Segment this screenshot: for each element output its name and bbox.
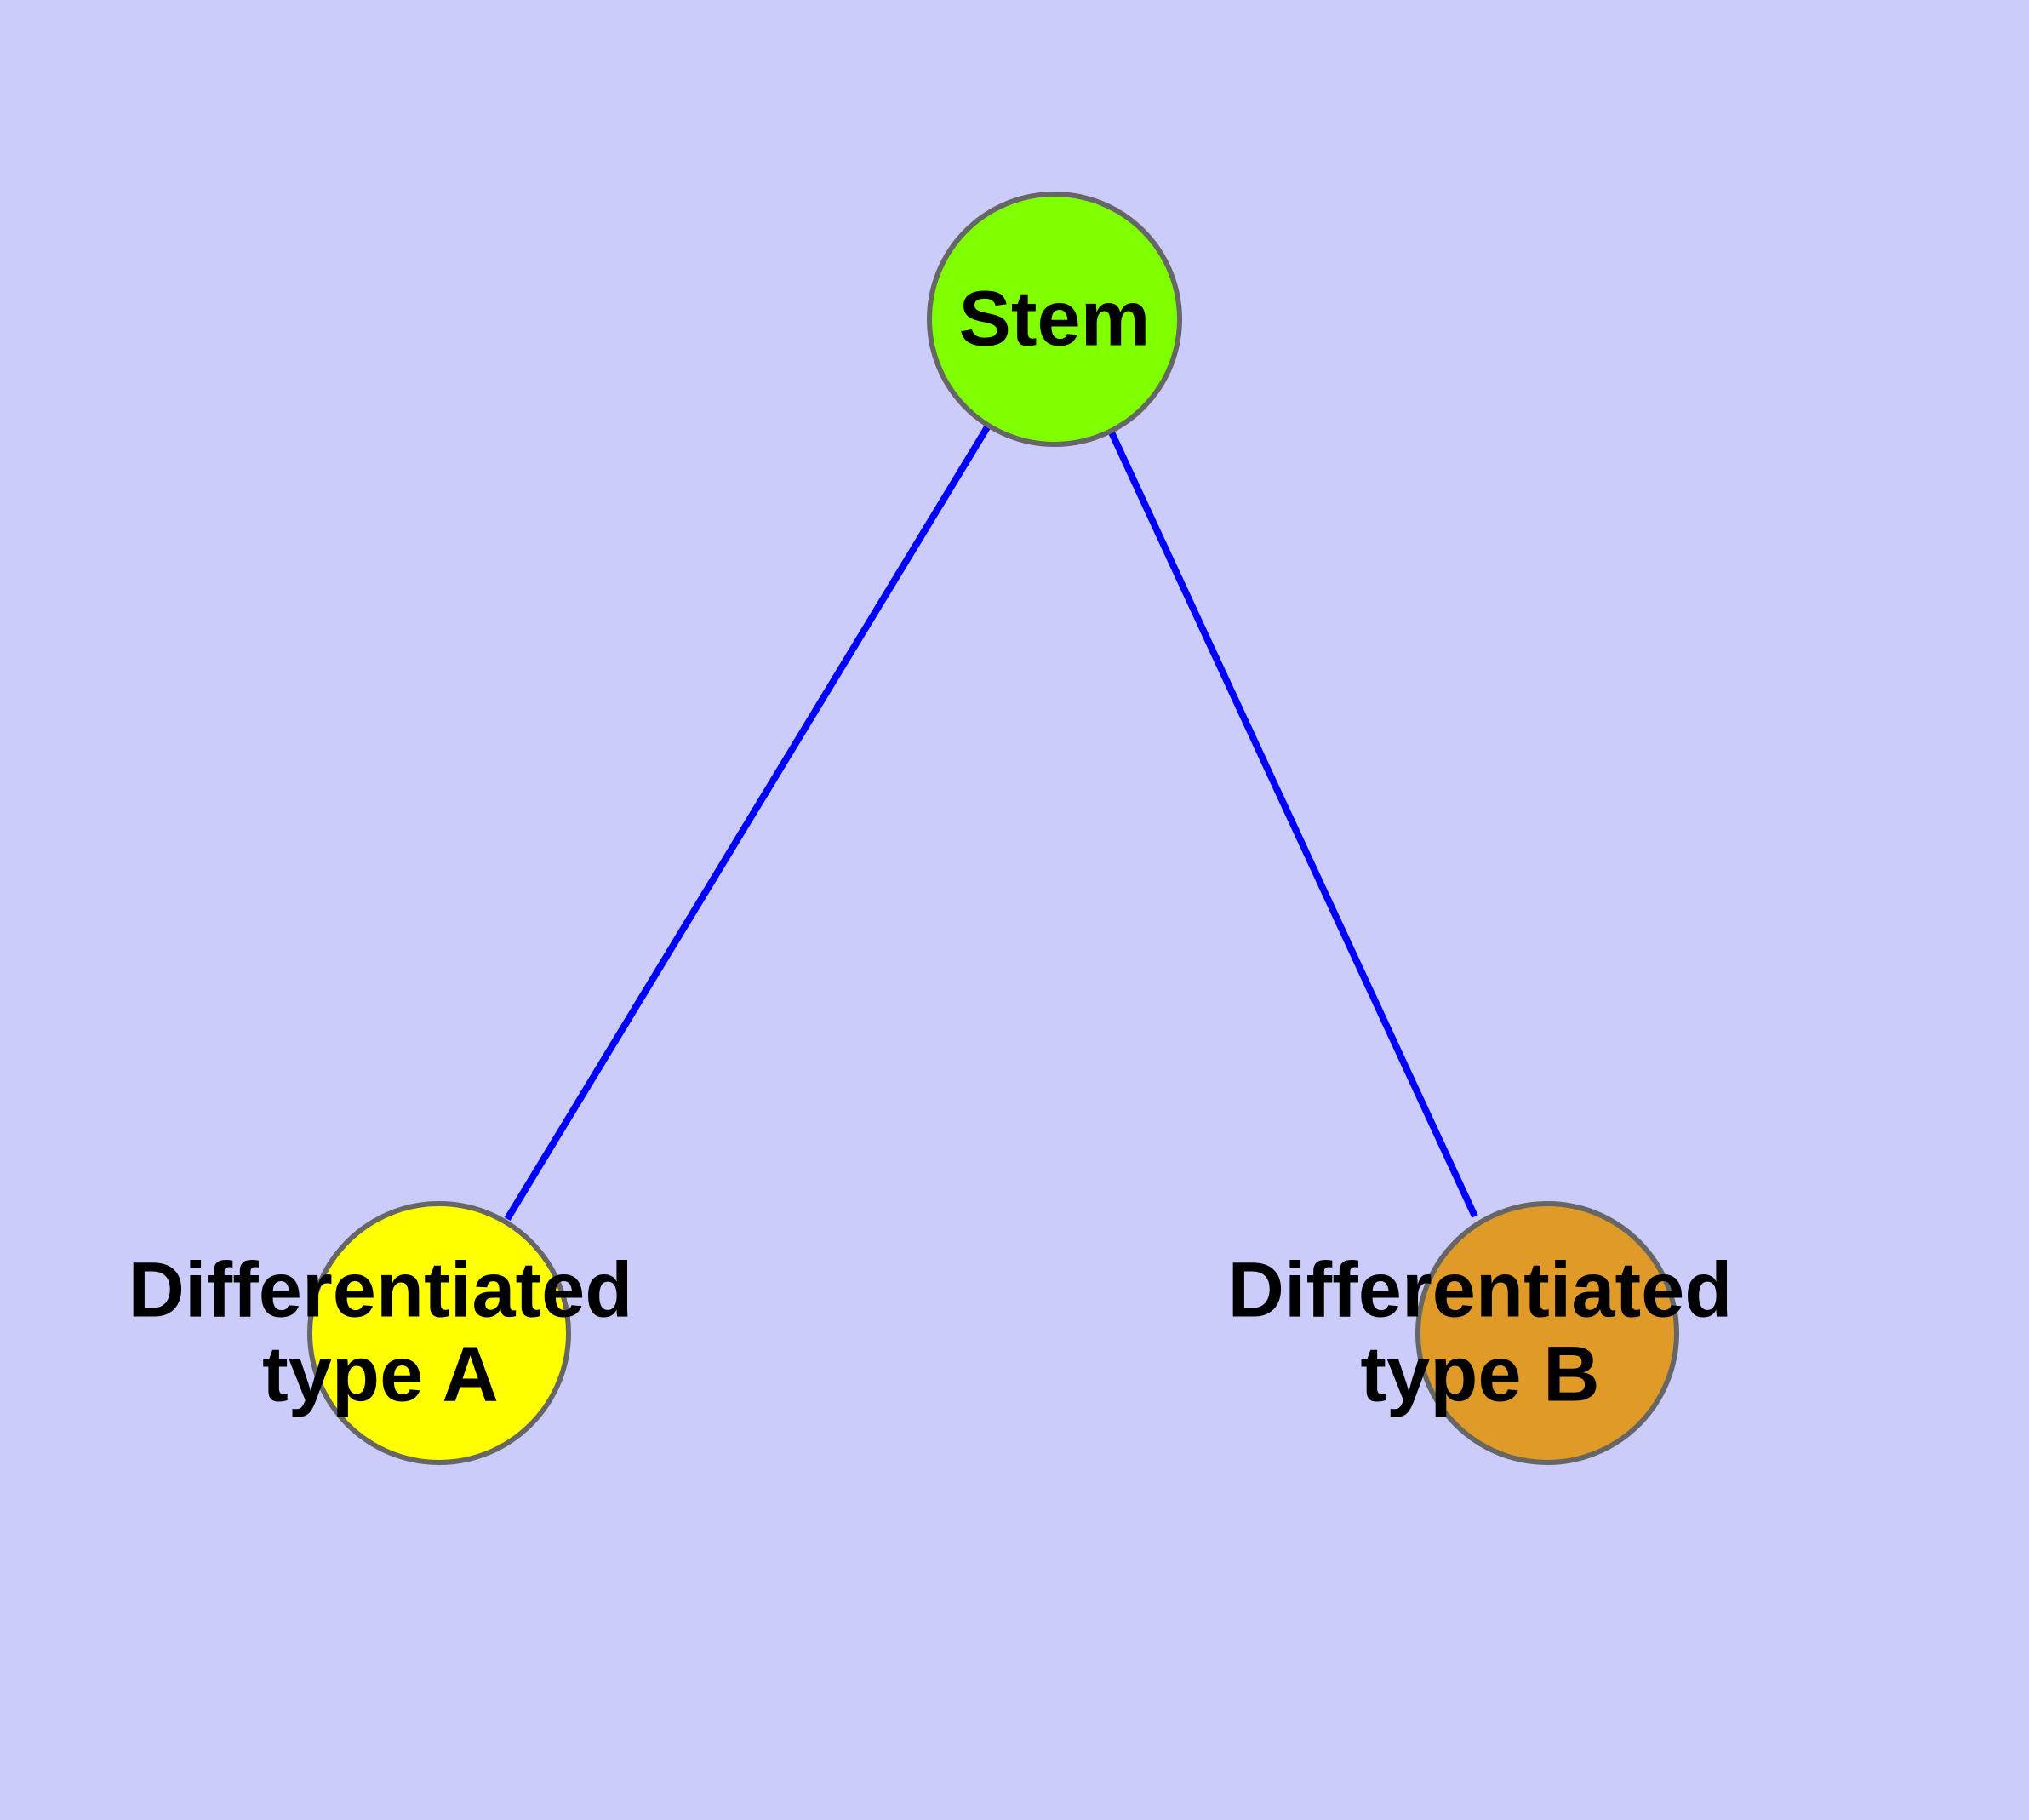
edge-stem-to-differentiated-type-a: [504, 425, 991, 1222]
node-differentiated-type-a[interactable]: [307, 1201, 571, 1465]
edge-stem-to-differentiated-type-b: [1108, 431, 1478, 1218]
edge-layer: [504, 425, 1478, 1222]
node-stem[interactable]: [927, 192, 1182, 447]
node-differentiated-type-b[interactable]: [1415, 1201, 1679, 1465]
node-layer: [307, 192, 1679, 1465]
